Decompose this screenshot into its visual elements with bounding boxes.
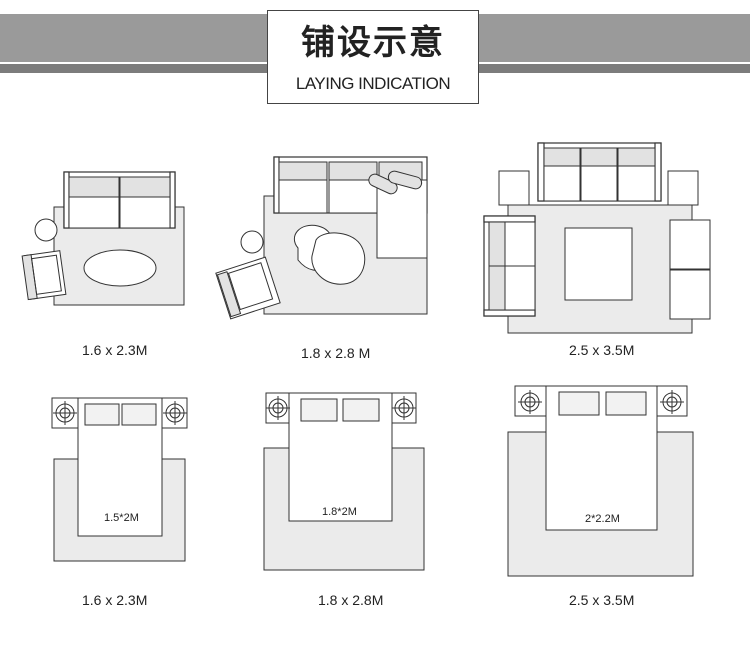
coffee-table <box>564 227 633 301</box>
living-3-size-label: 2.5 x 3.5M <box>569 342 635 358</box>
bed-3-size-label: 2*2.2M <box>585 513 620 525</box>
nightstand-lamp-right <box>163 401 187 425</box>
armchair-right-2 <box>669 269 711 320</box>
nightstand-lamp-left <box>518 390 542 414</box>
living-layout-3 <box>483 142 711 334</box>
sofa-top <box>537 142 662 202</box>
coffee-table <box>83 249 157 287</box>
bedroom-layout-1 <box>51 397 188 562</box>
armchair-right-1 <box>669 219 711 270</box>
living-layout-2 <box>215 156 428 320</box>
side-table <box>240 230 264 254</box>
bedroom-3-size-label: 2.5 x 3.5M <box>569 592 635 608</box>
bedroom-1-size-label: 1.6 x 2.3M <box>82 592 148 608</box>
nightstand-lamp-left <box>266 396 290 420</box>
living-2-size-label: 1.8 x 2.8 M <box>301 345 371 361</box>
living-1-size-label: 1.6 x 2.3M <box>82 342 148 358</box>
bedroom-2-size-label: 1.8 x 2.8M <box>318 592 384 608</box>
sofa <box>63 171 176 229</box>
bed-1-size-label: 1.5*2M <box>104 512 139 524</box>
title-box: 铺设示意 LAYING INDICATION <box>267 10 479 104</box>
pillow-right <box>121 403 157 426</box>
bed-2-size-label: 1.8*2M <box>322 506 357 518</box>
sofa <box>273 156 428 259</box>
bedroom-layout-2 <box>263 392 425 571</box>
side-table-left <box>498 170 530 206</box>
sofa-left <box>483 215 536 317</box>
side-table-right <box>667 170 699 206</box>
title-chinese: 铺设示意 <box>301 23 445 63</box>
nesting-tables <box>293 224 366 285</box>
nightstand-lamp-left <box>53 401 77 425</box>
armchair <box>21 250 67 301</box>
nightstand-lamp-right <box>660 390 684 414</box>
armchair <box>215 256 281 320</box>
pillow-left <box>300 398 338 422</box>
side-table <box>34 218 58 242</box>
title-english: LAYING INDICATION <box>295 74 451 93</box>
pillow-left <box>84 403 120 426</box>
pillow-right <box>605 391 647 416</box>
nightstand-lamp-right <box>392 396 416 420</box>
pillow-right <box>342 398 380 422</box>
bedroom-layout-3 <box>507 385 694 577</box>
pillow-left <box>558 391 600 416</box>
living-layout-1 <box>21 171 185 306</box>
